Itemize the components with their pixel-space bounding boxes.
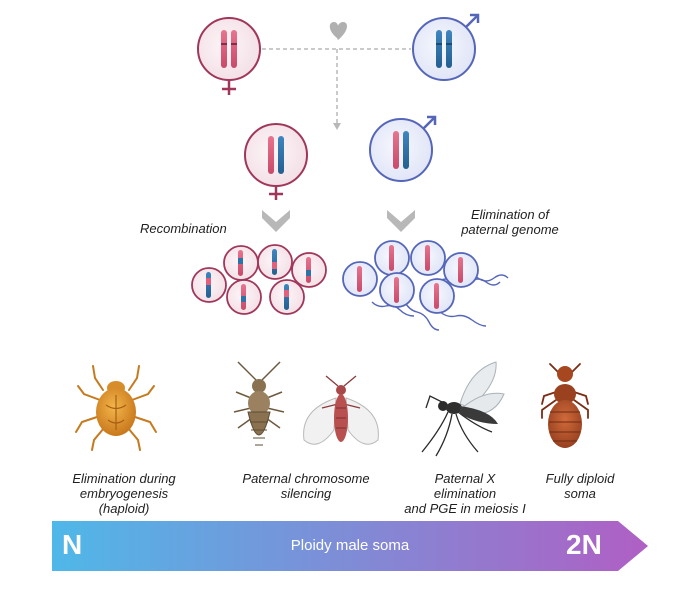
male-symbol-icon bbox=[465, 13, 480, 28]
recombined-chromosomes bbox=[206, 249, 311, 310]
male-gamete-cluster bbox=[342, 240, 479, 314]
aphid-icon bbox=[303, 375, 379, 445]
mating-connector bbox=[262, 48, 411, 124]
female-symbol-icon bbox=[222, 80, 236, 95]
label-line: Paternal X bbox=[434, 471, 496, 486]
label-line: Elimination during bbox=[72, 471, 176, 486]
organism-3-caption: Paternal X elimination and PGE in meiosi… bbox=[390, 471, 540, 516]
louse-icon bbox=[541, 363, 589, 448]
mite-icon bbox=[75, 365, 157, 451]
chevron-down-icon bbox=[387, 210, 415, 232]
chevron-down-icon bbox=[262, 210, 290, 232]
label-line: soma bbox=[564, 486, 596, 501]
maternal-only-chromosomes bbox=[357, 245, 463, 309]
label-line: Elimination of bbox=[470, 207, 550, 222]
ploidy-gradient-arrow bbox=[52, 521, 648, 571]
ploidy-diploid-label: 2N bbox=[566, 529, 602, 560]
label-line: and PGE in meiosis I bbox=[404, 501, 526, 516]
heart-icon bbox=[329, 22, 348, 40]
ploidy-bar-title: Ploidy male soma bbox=[290, 537, 410, 554]
female-offspring-cell bbox=[244, 123, 308, 187]
label-line: (haploid) bbox=[98, 501, 150, 516]
male-parent-cell bbox=[412, 17, 476, 81]
female-gamete-cluster bbox=[191, 244, 327, 315]
recombination-label: Recombination bbox=[140, 221, 227, 236]
organism-4-caption: Fully diploid soma bbox=[530, 471, 630, 501]
organism-2-caption: Paternal chromosome silencing bbox=[226, 471, 386, 501]
male-symbol-icon bbox=[422, 115, 437, 130]
label-line: Fully diploid bbox=[545, 471, 615, 486]
label-line: elimination bbox=[433, 486, 497, 501]
thrips-icon bbox=[233, 361, 285, 446]
label-line: silencing bbox=[280, 486, 332, 501]
label-line: paternal genome bbox=[461, 222, 559, 237]
female-parent-cell bbox=[197, 17, 261, 81]
male-offspring-cell bbox=[369, 118, 433, 182]
ploidy-haploid-label: N bbox=[62, 529, 83, 560]
paternal-elimination-label: Elimination of paternal genome bbox=[440, 207, 580, 237]
fly-icon bbox=[421, 361, 505, 457]
label-line: Paternal chromosome bbox=[242, 471, 370, 486]
organism-1-caption: Elimination during embryogenesis (haploi… bbox=[54, 471, 194, 516]
female-symbol-icon bbox=[269, 186, 283, 200]
label-line: embryogenesis bbox=[79, 486, 169, 501]
arrow-head bbox=[333, 123, 341, 130]
